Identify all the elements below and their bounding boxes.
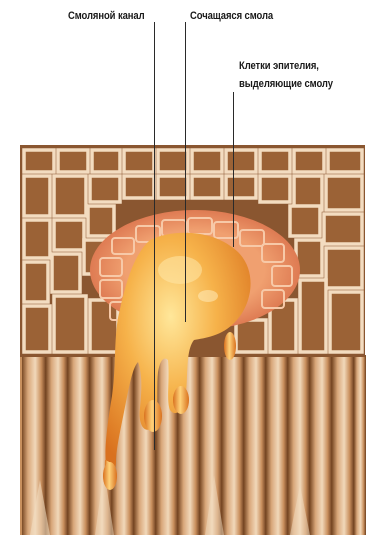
- leader-line-epithelium: [233, 92, 234, 247]
- leader-line-oozing-resin: [185, 22, 186, 322]
- label-resin-canal: Смоляной канал: [68, 8, 144, 24]
- wood-fibers: [20, 355, 366, 535]
- label-oozing-resin: Сочащаяся смола: [190, 8, 273, 24]
- label-epithelium-line1: Клетки эпителия,: [239, 58, 319, 74]
- leader-line-resin-canal: [154, 22, 155, 450]
- label-epithelium-line2: выделяющие смолу: [239, 76, 333, 92]
